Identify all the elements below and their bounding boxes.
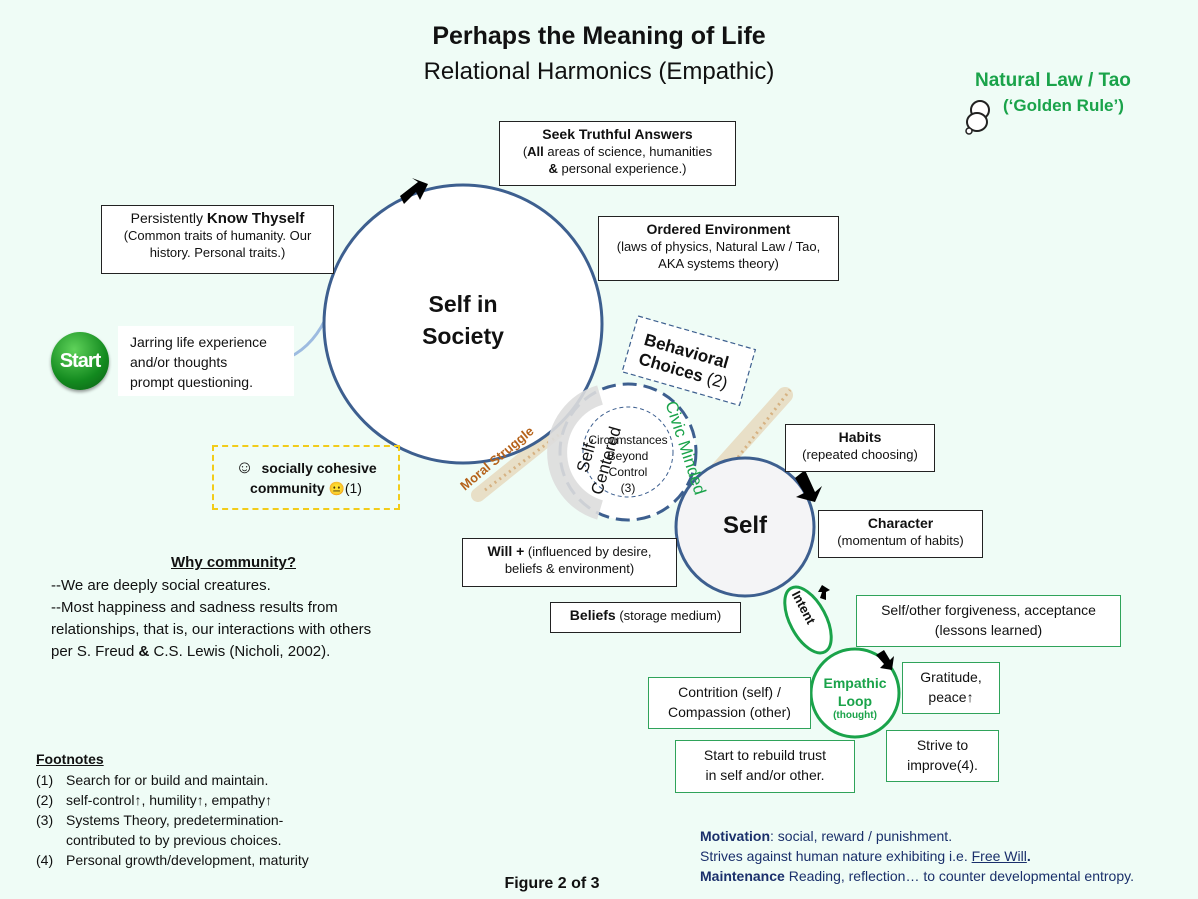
neutral-face-icon: 😐 [328,481,345,496]
ordered-environment-box: Ordered Environment (laws of physics, Na… [598,216,839,281]
self-label: Self [722,512,767,539]
circumstances-circle [582,406,674,498]
seek-truthful-answers-box: Seek Truthful Answers (All areas of scie… [499,121,736,186]
start-button[interactable]: Start [51,332,109,390]
self-in-society-label: Self in Society [422,291,504,349]
empathic-loop-circle[interactable] [809,647,901,739]
beliefs-box: Beliefs (storage medium) [550,602,741,633]
habits-box: Habits (repeated choosing) [785,424,935,472]
footnote-item: (4)Personal growth/development, maturity [36,852,309,868]
footnote-item: (2)self-control↑, humility↑, empathy↑ [36,792,273,808]
intent-ellipse[interactable] [775,580,841,660]
empathic-loop-label: Empathic Loop (thought) [823,675,887,721]
free-will-link[interactable]: Free Will [971,848,1027,864]
footnote-item: contributed to by previous choices. [66,832,282,848]
jarring-experience-box: Jarring life experience and/or thoughts … [118,326,294,396]
forgiveness-box: Self/other forgiveness, acceptance (less… [856,595,1121,647]
golden-rule-label: (‘Golden Rule’) [1003,96,1124,115]
arrow-icon [876,650,894,670]
character-box: Character (momentum of habits) [818,510,983,558]
pushpin-icon [965,100,990,135]
footnote-item: (3)Systems Theory, predetermination- [36,812,284,828]
self-circle [674,456,816,598]
why-community-heading: Why community? [171,554,297,571]
self-in-society-circle [322,183,604,465]
arrow-icon [818,585,830,600]
natural-law-title: Natural Law / Tao [975,70,1131,91]
up-arrow-icon: ↑ [966,689,974,705]
will-box: Will + (influenced by desire, beliefs & … [462,538,677,587]
footnotes-heading: Footnotes [36,751,104,767]
self-centered-shade [547,385,604,520]
motivation-text: Motivation: social, reward / punishment.… [700,828,1134,884]
why-community-text: --We are deeply social creatures. --Most… [51,577,372,660]
rebuild-trust-box: Start to rebuild trust in self and/or ot… [675,740,855,793]
arrow-icon [400,178,428,204]
behavioral-choices-box [621,315,757,407]
page-subtitle: Relational Harmonics (Empathic) [423,58,775,85]
page-title: Perhaps the Meaning of Life [432,22,766,50]
socially-cohesive-community-box: ☺ socially cohesive community 😐(1) [212,445,400,510]
footnotes-list: (1)Search for or build and maintain. (2)… [36,770,309,870]
gratitude-box: Gratitude, peace↑ [902,662,1000,714]
know-thyself-box: Persistently Know Thyself (Common traits… [101,205,334,274]
strive-box: Strive to improve(4). [886,730,999,782]
footnote-item: (1)Search for or build and maintain. [36,772,269,788]
figure-caption: Figure 2 of 3 [504,875,600,892]
arrow-icon [795,470,822,502]
smile-icon: ☺ [235,457,254,477]
contrition-box: Contrition (self) / Compassion (other) [648,677,811,729]
circumstances-label: Circumstances Beyond Control (3) [588,433,668,495]
